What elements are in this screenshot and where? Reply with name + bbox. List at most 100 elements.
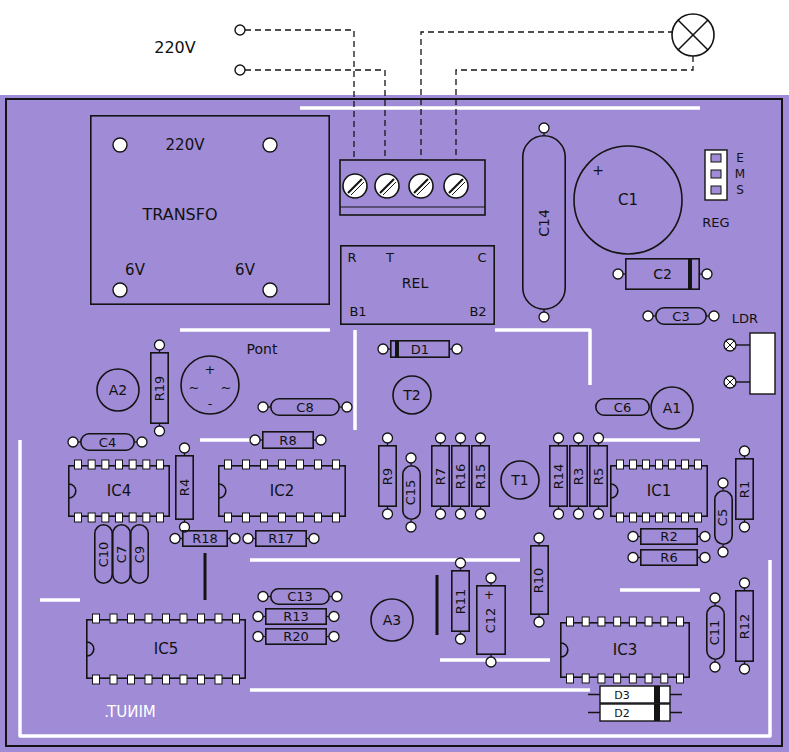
solder-pad bbox=[452, 344, 462, 354]
solder-pad bbox=[170, 534, 180, 544]
component-label: TRANSFO bbox=[142, 207, 217, 223]
solder-pad bbox=[486, 657, 496, 667]
solder-pad bbox=[137, 437, 147, 447]
solder-pad bbox=[383, 433, 393, 443]
component-label: 220V bbox=[166, 138, 205, 153]
resistor-symbol: R13 bbox=[265, 608, 327, 625]
board-marking: ~ bbox=[189, 381, 200, 394]
capacitor-body: C15 bbox=[402, 465, 421, 520]
board-marking: + bbox=[205, 363, 216, 376]
board-marking: E bbox=[736, 152, 744, 164]
solder-pad bbox=[258, 402, 268, 412]
component-label: 6V bbox=[125, 263, 145, 278]
component-label: IC1 bbox=[647, 484, 671, 499]
component-label: R11 bbox=[454, 588, 467, 614]
solder-pad bbox=[113, 138, 127, 152]
board-edge bbox=[6, 99, 782, 746]
component-label: C2 bbox=[653, 267, 672, 281]
solder-pad bbox=[456, 433, 466, 443]
component-label: R19 bbox=[153, 375, 166, 401]
component-label: R18 bbox=[192, 532, 218, 545]
board-marking: M bbox=[735, 168, 745, 180]
solder-pad bbox=[643, 311, 653, 321]
external-wiring bbox=[235, 14, 714, 165]
solder-pad bbox=[456, 558, 466, 568]
resistor-symbol: R7 bbox=[431, 445, 450, 507]
component-label: R17 bbox=[268, 532, 294, 545]
solder-pad bbox=[383, 509, 393, 519]
ic-outline: IC5 bbox=[86, 619, 246, 679]
solder-pad bbox=[628, 532, 638, 542]
terminal-block bbox=[340, 160, 485, 215]
solder-pad bbox=[378, 344, 388, 354]
component-label: R9 bbox=[381, 467, 394, 484]
capacitor-body: C6 bbox=[595, 398, 650, 416]
solder-pad bbox=[709, 311, 719, 321]
solder-pad bbox=[456, 634, 466, 644]
copper-trace bbox=[180, 328, 330, 332]
copper-trace bbox=[250, 688, 590, 692]
resistor-symbol: R3 bbox=[569, 445, 588, 507]
solder-pad bbox=[613, 269, 623, 279]
solder-pad bbox=[740, 446, 750, 456]
copper-traces bbox=[20, 108, 770, 736]
solder-pad bbox=[740, 522, 750, 532]
resistor-symbol: R18 bbox=[182, 530, 228, 547]
component-label: R1 bbox=[738, 480, 751, 497]
component-label: C10 bbox=[97, 541, 110, 567]
component-label: Pont bbox=[247, 342, 278, 356]
component-label: R14 bbox=[552, 463, 565, 489]
dashed-wire bbox=[245, 70, 385, 165]
resistor-symbol: R16 bbox=[451, 445, 470, 507]
solder-pad bbox=[332, 592, 342, 602]
solder-pad bbox=[702, 269, 712, 279]
resistor-symbol: R9 bbox=[378, 445, 397, 507]
solder-pad bbox=[574, 509, 584, 519]
component-label: R13 bbox=[283, 610, 309, 623]
dashed-wire bbox=[421, 32, 672, 165]
component-label: R16 bbox=[454, 463, 467, 489]
solder-pad bbox=[329, 632, 339, 642]
capacitor-body: C5 bbox=[714, 490, 733, 545]
board-marking: REG bbox=[702, 216, 729, 229]
component-label: R12 bbox=[738, 613, 751, 639]
solder-pad bbox=[316, 435, 326, 445]
capacitor-body: C10 bbox=[94, 524, 113, 584]
solder-pad bbox=[253, 632, 263, 642]
capacitor-body: C11 bbox=[706, 605, 725, 660]
copper-trace bbox=[600, 438, 700, 442]
capacitor-body: C9 bbox=[130, 524, 149, 584]
component-label: B2 bbox=[469, 305, 486, 318]
ldr-symbol bbox=[724, 333, 775, 394]
capacitor-body: C14 bbox=[522, 135, 566, 310]
solder-pad bbox=[263, 138, 277, 152]
component-label: R15 bbox=[474, 463, 487, 489]
solder-pad bbox=[263, 283, 277, 297]
solder-pad bbox=[68, 437, 78, 447]
capacitor-body: C8 bbox=[270, 398, 340, 416]
solder-pad bbox=[740, 578, 750, 588]
solder-pad bbox=[700, 553, 710, 563]
ic-outline: IC2 bbox=[218, 465, 346, 517]
copper-trace bbox=[40, 598, 80, 602]
solder-pad bbox=[718, 478, 728, 488]
component-label: C11 bbox=[709, 620, 722, 646]
resistor-symbol: R14 bbox=[549, 445, 568, 507]
component-label: R5 bbox=[592, 467, 605, 484]
component-label: R2 bbox=[660, 530, 677, 543]
solder-pad bbox=[155, 426, 165, 436]
component-label: IC4 bbox=[107, 484, 131, 499]
transformer-outline: 220VTRANSFO6V6V bbox=[90, 115, 330, 305]
solder-pad bbox=[230, 534, 240, 544]
solder-pad bbox=[700, 532, 710, 542]
solder-pad bbox=[710, 662, 720, 672]
electrolytic-capacitor: C2 bbox=[625, 258, 700, 290]
electrolytic-capacitor: C1 bbox=[573, 145, 683, 255]
board-marking: 220V bbox=[154, 40, 195, 56]
resistor-symbol: R2 bbox=[640, 528, 698, 545]
solder-pad bbox=[554, 433, 564, 443]
solder-pad bbox=[476, 433, 486, 443]
board-marking: ~ bbox=[221, 381, 232, 394]
solder-pad bbox=[628, 553, 638, 563]
